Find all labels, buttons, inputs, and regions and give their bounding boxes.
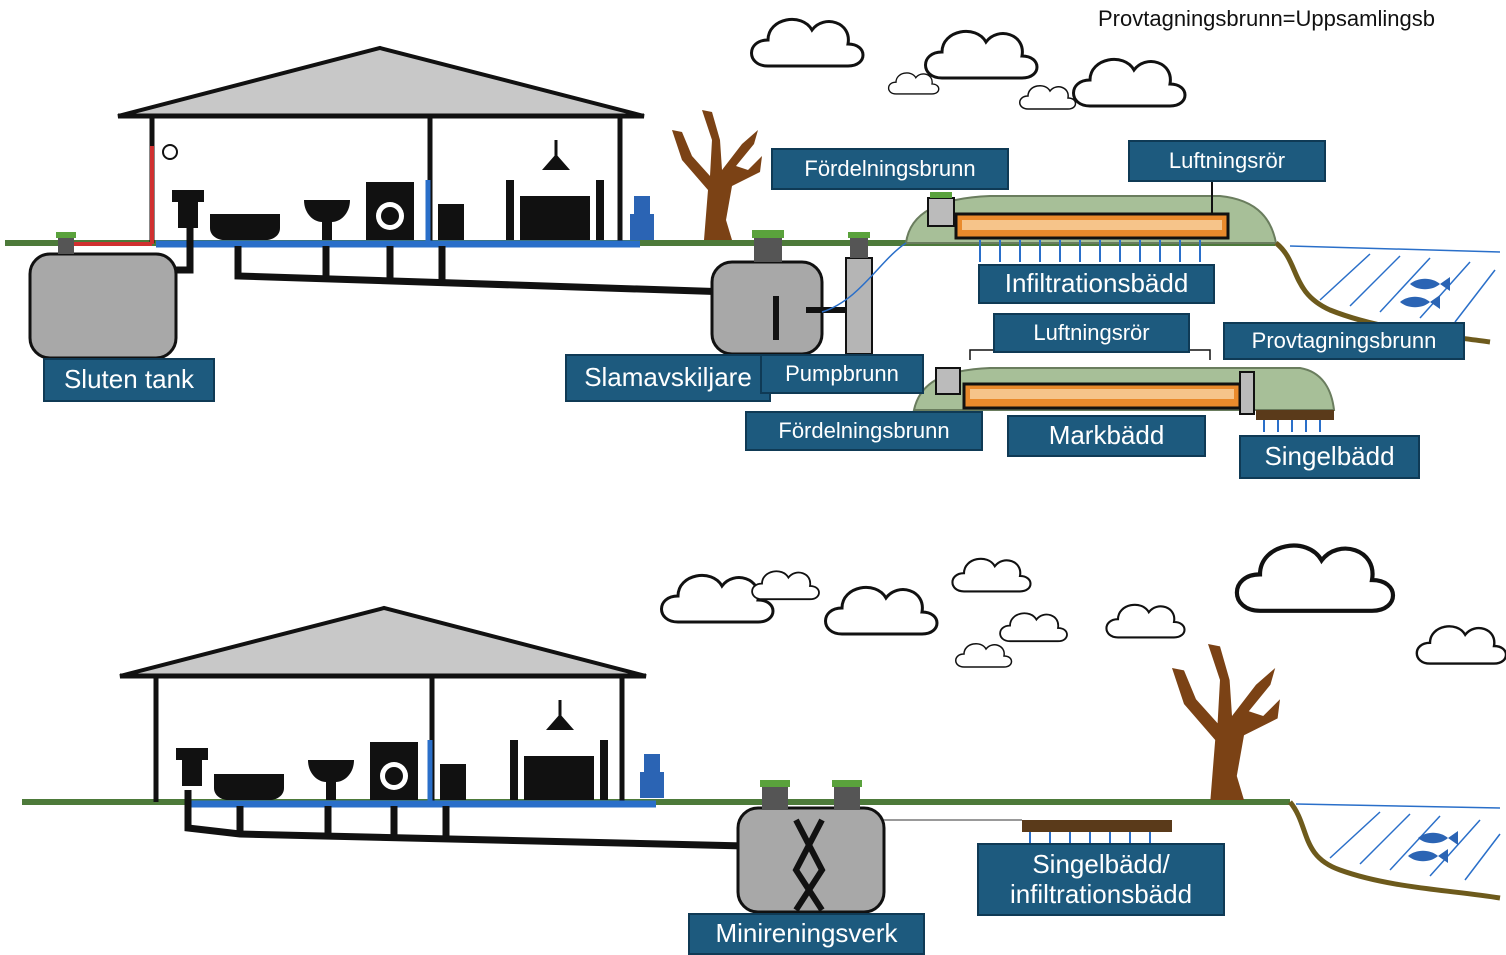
minireningsverk-tank bbox=[736, 806, 886, 914]
cloud-icon bbox=[955, 642, 1013, 668]
label-singelbadd: Singelbädd bbox=[1239, 435, 1420, 479]
label-luftningsror-upper: Luftningsrör bbox=[1128, 140, 1326, 182]
cloud-icon bbox=[751, 570, 820, 601]
label-pumpbrunn: Pumpbrunn bbox=[760, 354, 924, 394]
label-singelbadd-line1: Singelbädd/ bbox=[1032, 848, 1170, 879]
cloud-icon bbox=[951, 557, 1032, 593]
bathtub-icon bbox=[214, 774, 284, 800]
cloud-icon bbox=[1019, 84, 1077, 110]
label-minireningsverk: Minireningsverk bbox=[688, 913, 925, 955]
hydrant-icon bbox=[640, 754, 664, 798]
label-infiltrationsbadd: Infiltrationsbädd bbox=[978, 264, 1215, 304]
label-sluten-tank: Sluten tank bbox=[43, 358, 215, 402]
label-slamavskiljare: Slamavskiljare bbox=[565, 354, 771, 402]
label-markbadd: Markbädd bbox=[1007, 415, 1206, 457]
label-singelbadd-infiltrationsbadd: Singelbädd/ infiltrationsbädd bbox=[977, 843, 1225, 916]
note-text: Provtagningsbrunn=Uppsamlingsb bbox=[1098, 6, 1435, 31]
kitchen-counter-icon bbox=[440, 764, 466, 800]
fish-icon bbox=[1400, 295, 1440, 309]
waste-pipe bbox=[234, 246, 731, 296]
singelbadd-bed bbox=[1256, 410, 1334, 420]
cloud-icon bbox=[750, 17, 865, 68]
table-icon bbox=[524, 756, 594, 800]
lamp-icon bbox=[546, 714, 574, 730]
lake-water-bottom bbox=[1295, 803, 1501, 881]
singelbadd-bottom bbox=[1022, 820, 1172, 832]
label-singelbadd-line2: infiltrationsbädd bbox=[1009, 878, 1193, 909]
bathtub-icon bbox=[210, 214, 280, 240]
slamavskiljare-tank bbox=[710, 260, 824, 356]
house bbox=[117, 45, 645, 243]
toilet-icon bbox=[176, 748, 208, 786]
cloud-icon bbox=[999, 612, 1068, 643]
table-icon bbox=[520, 196, 590, 240]
label-fordelningsbrunn-upper: Fördelningsbrunn bbox=[771, 148, 1009, 190]
fish-icon bbox=[1410, 277, 1450, 291]
hydrant-icon bbox=[630, 196, 654, 240]
sluten-tank bbox=[28, 252, 178, 360]
cloud-icon bbox=[824, 585, 939, 636]
lake-shore-bottom bbox=[1288, 800, 1501, 901]
label-fordelningsbrunn-lower: Fördelningsbrunn bbox=[745, 411, 983, 451]
tree-icon bbox=[1172, 644, 1280, 800]
cloud-icon bbox=[924, 29, 1039, 80]
cloud-icon bbox=[1105, 603, 1186, 639]
light-icon bbox=[162, 144, 178, 160]
kitchen-counter-icon bbox=[438, 204, 464, 240]
pumpbrunn-well bbox=[845, 257, 873, 355]
house-bottom bbox=[119, 605, 647, 802]
waste-pipe-bottom bbox=[184, 790, 747, 850]
cloud-icon bbox=[1237, 546, 1393, 611]
label-provtagningsbrunn: Provtagningsbrunn bbox=[1223, 322, 1465, 360]
fish-icon bbox=[1408, 849, 1448, 863]
lake-water bbox=[1289, 245, 1501, 323]
cloud-icon bbox=[1072, 57, 1187, 108]
lamp-icon bbox=[542, 154, 570, 170]
cloud-icon bbox=[1415, 625, 1506, 665]
sink-icon bbox=[304, 200, 350, 240]
tree-icon bbox=[672, 110, 762, 240]
toilet-icon bbox=[172, 190, 204, 228]
label-luftningsror-lower: Luftningsrör bbox=[993, 313, 1190, 353]
sink-icon bbox=[308, 760, 354, 800]
